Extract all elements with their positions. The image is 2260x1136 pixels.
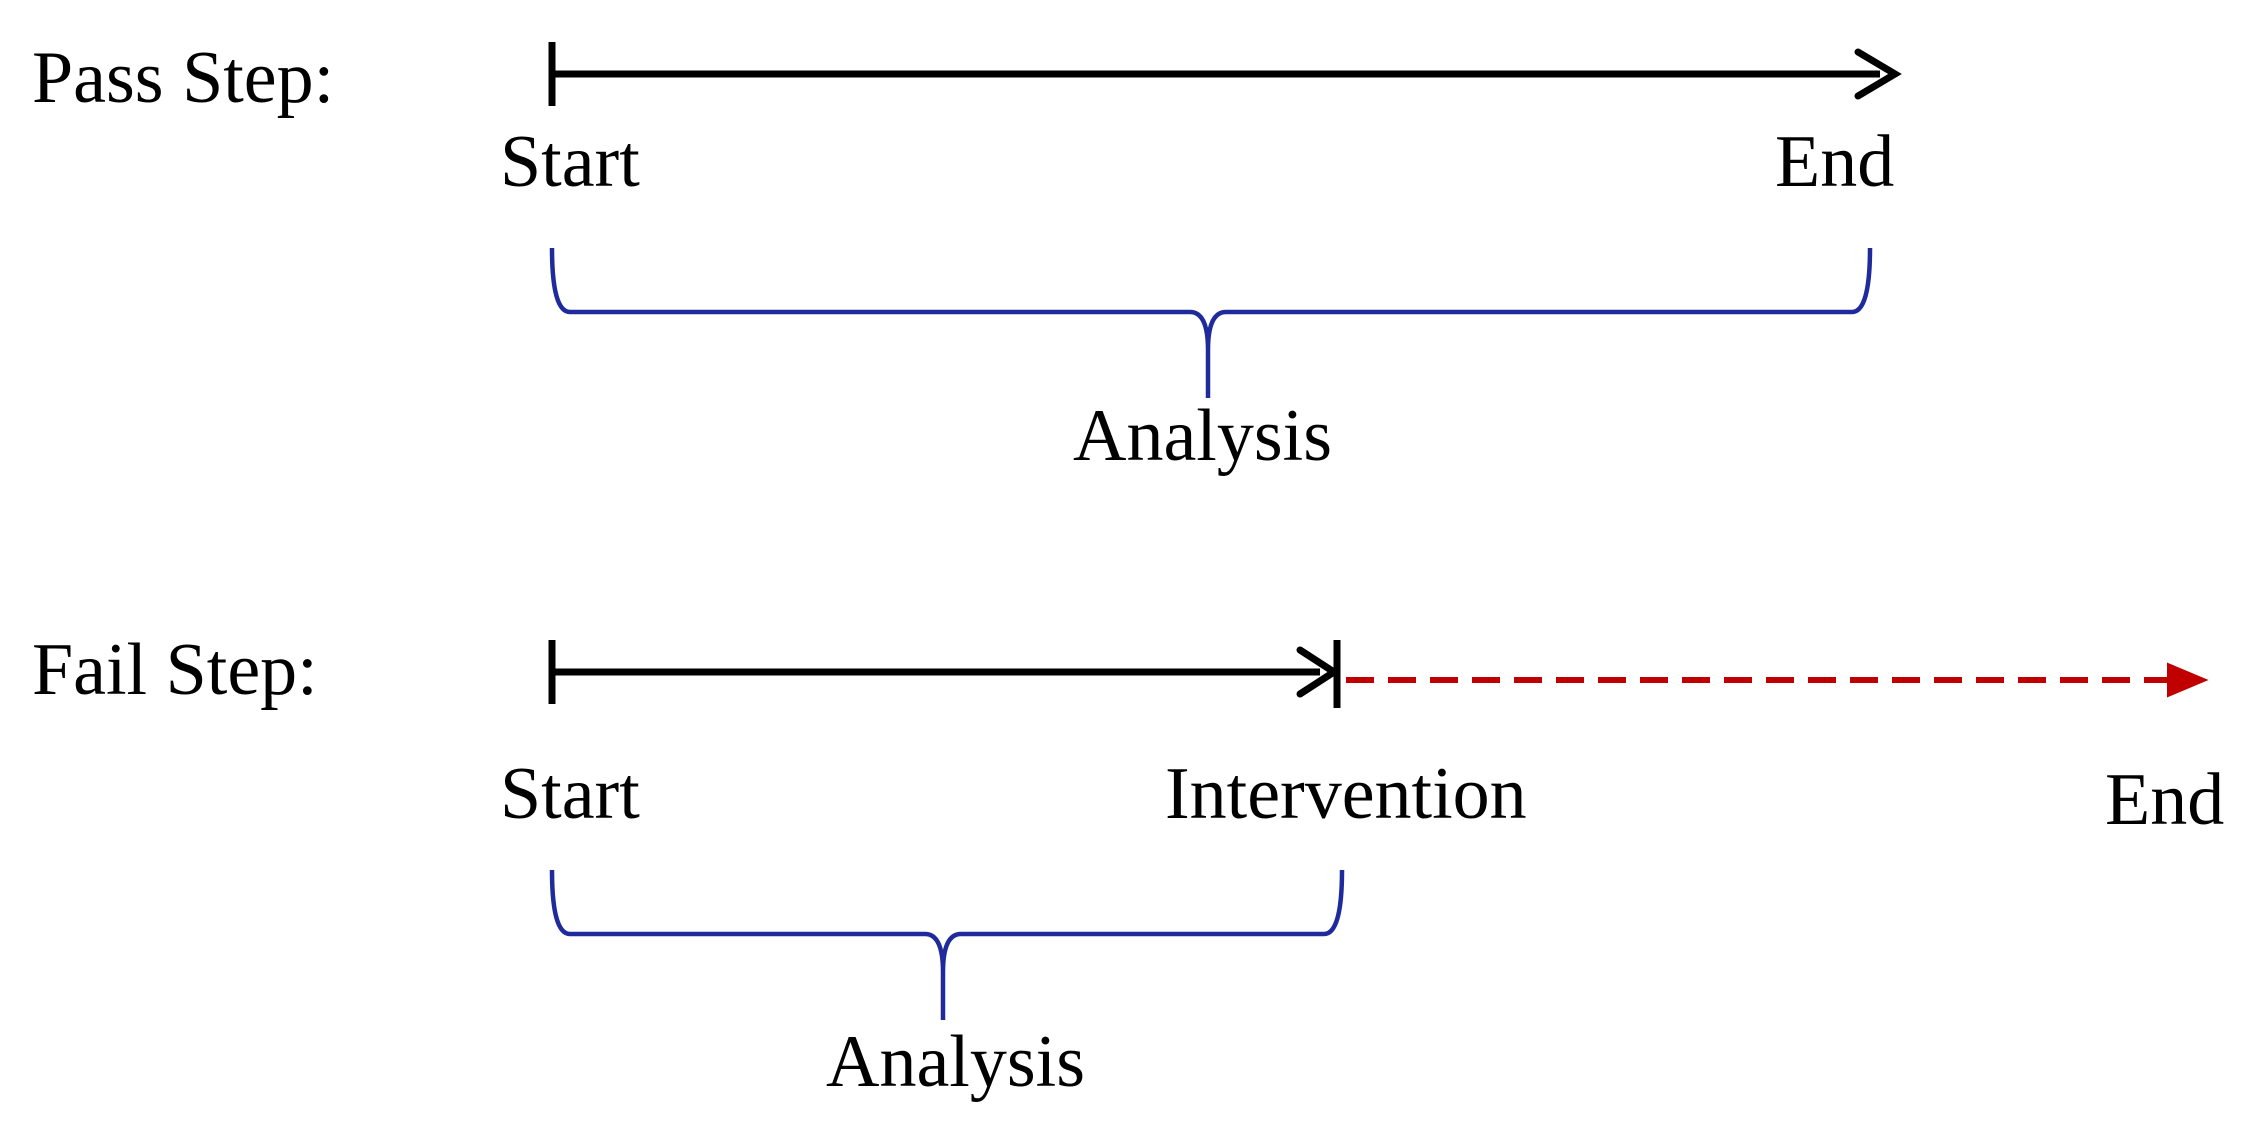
pass-end-label: End [1775, 121, 1894, 203]
fail-analysis-brace [549, 869, 1345, 1020]
pass-analysis-label: Analysis [1073, 395, 1332, 477]
fail-end-label: End [2105, 759, 2224, 841]
fail-start-label: Start [500, 753, 640, 835]
pass-start-label: Start [500, 121, 640, 203]
pass-step-title: Pass Step: [32, 37, 334, 119]
pass-analysis-brace [549, 247, 1873, 398]
fail-step-group: Fail Step: Start Intervention End Analys… [32, 629, 2224, 1103]
fail-intervention-label: Intervention [1165, 753, 1527, 835]
fail-step-title: Fail Step: [32, 629, 318, 711]
fail-analysis-label: Analysis [826, 1021, 1085, 1103]
fail-continuation-arrow-head [2167, 662, 2209, 698]
pass-arrow-head [1854, 48, 1902, 100]
pass-step-group: Pass Step: Start End Analysis [32, 37, 1902, 477]
